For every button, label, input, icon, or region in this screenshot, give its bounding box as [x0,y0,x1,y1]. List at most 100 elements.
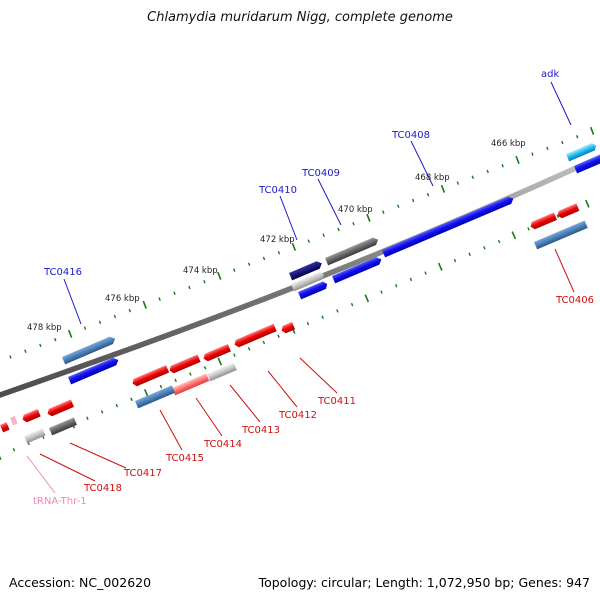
gene-label-tc0410[interactable]: TC0410 [258,185,297,196]
gene-tc0408-arrow[interactable] [382,195,515,258]
minor-tick [337,227,340,232]
gene-tc0412-arrow[interactable] [233,323,277,349]
gene-label-tc0406[interactable]: TC0406 [555,295,594,306]
major-tick [291,242,297,251]
minor-tick [350,302,354,307]
minor-tick [426,192,430,197]
gene-block-arrow[interactable] [574,154,600,174]
tc0416-leader-line [63,278,82,325]
gene-block-arrow[interactable] [168,354,201,374]
gene-label-adk[interactable]: adk [541,69,559,80]
gene-tc0414-arrow[interactable] [172,373,210,396]
gene-block-arrow[interactable] [131,365,170,387]
gene-label-tc0408[interactable]: TC0408 [391,130,430,141]
major-tick [67,329,73,338]
minor-tick [158,297,161,301]
gene-label-tc0415[interactable]: TC0415 [165,453,204,464]
minor-tick [531,152,534,156]
gene-tc0416-arrow[interactable] [62,335,117,365]
tc0417-leader-line [69,442,127,469]
gene-block-arrow[interactable] [298,280,329,300]
major-tick [440,184,446,193]
major-tick [364,294,370,303]
minor-tick [456,181,460,185]
minor-tick [159,384,163,389]
gene-tc0415-arrow[interactable] [135,385,175,409]
gene-block-arrow[interactable] [0,422,10,433]
tc0418-leader-line [39,453,96,482]
gene-block-arrow[interactable] [556,203,580,219]
tc0411-leader-line [299,357,338,394]
minor-tick [115,403,119,408]
gene-tc0409-arrow[interactable] [325,236,380,266]
tc0409-leader-line [317,178,342,226]
minor-tick [262,256,266,261]
trna-thr-1-marker[interactable] [10,416,18,426]
major-tick [217,357,223,366]
minor-tick [247,262,251,267]
major-tick [366,213,371,222]
gene-tc0410-arrow[interactable] [289,260,323,281]
minor-tick [306,321,310,326]
minor-tick [397,204,400,209]
kbp-label: 468 kbp [415,173,450,183]
minor-tick [247,347,251,351]
minor-tick [83,326,87,330]
minor-tick [98,320,102,324]
gene-block-arrow[interactable] [68,356,120,385]
gene-tc0418-arrow[interactable] [24,428,46,444]
minor-tick [262,340,266,345]
gene-label-tc0416[interactable]: TC0416 [43,267,82,278]
minor-tick [232,268,236,272]
gene-block-arrow[interactable] [529,212,557,230]
gene-label-tc0409[interactable]: TC0409 [301,168,340,179]
kbp-label: 466 kbp [491,139,526,149]
gene-label-tc0418[interactable]: TC0418 [83,483,122,494]
gene-block-arrow[interactable] [202,344,231,362]
gene-block-arrow[interactable] [291,271,325,292]
minor-tick [203,279,206,284]
major-tick [511,231,517,240]
gene-tc0411-arrow[interactable] [280,321,296,334]
gene-tc0406-arrow[interactable] [534,220,588,250]
minor-tick [336,309,339,313]
minor-tick [424,271,427,275]
tc0415-leader-line [159,409,183,451]
kbp-label: 478 kbp [27,323,62,333]
tc0413-leader-line [229,384,261,423]
major-tick [589,126,595,135]
gene-label-tc0413[interactable]: TC0413 [241,425,280,436]
tc0406-leader-line [554,248,575,293]
gene-label-tc0417[interactable]: TC0417 [123,468,162,479]
minor-tick [113,314,117,319]
minor-tick [173,291,176,296]
minor-tick [409,277,413,282]
gene-tc0417-arrow[interactable] [49,417,77,436]
minor-tick [174,378,177,383]
tc0410-leader-line [279,195,298,241]
minor-tick [382,210,385,214]
minor-tick [86,416,89,420]
gene-label-tc0412[interactable]: TC0412 [278,410,317,421]
gene-block-arrow[interactable] [46,399,74,417]
tc0414-leader-line [195,397,223,437]
kbp-label: 474 kbp [183,266,218,276]
gene-block-arrow[interactable] [332,256,383,284]
minor-tick [189,372,192,376]
gene-tc0413-arrow[interactable] [207,362,237,382]
minor-tick [233,353,236,357]
gene-label-tc0411[interactable]: TC0411 [317,396,356,407]
trna-label-thr-1[interactable]: tRNA-Thr-1 [33,496,87,507]
minor-tick [546,146,549,151]
trna-thr-1-leader-line [26,455,56,494]
map-title: Chlamydia muridarum Nigg, complete genom… [147,10,453,25]
minor-tick [497,239,501,244]
minor-tick [468,252,471,256]
gene-label-tc0414[interactable]: TC0414 [203,439,242,450]
gene-block-arrow[interactable] [21,408,41,423]
kbp-label: 470 kbp [338,205,373,215]
major-tick [0,455,2,461]
minor-tick [321,315,324,319]
gene-adk-arrow[interactable] [566,142,598,162]
